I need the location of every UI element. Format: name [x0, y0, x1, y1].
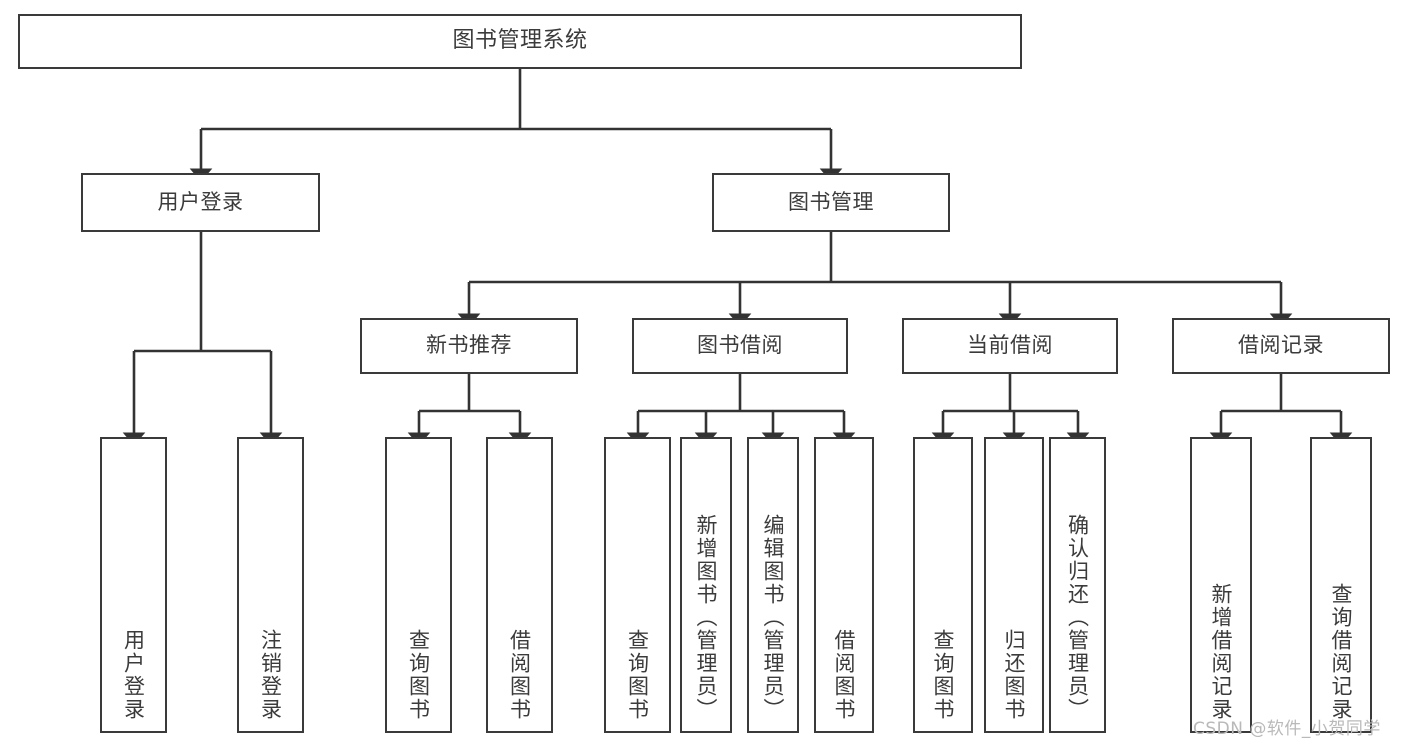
node-leaf-query-book-3-label: 查询图书: [931, 629, 956, 721]
node-leaf-add-borrow-record-label: 新增借阅记录: [1209, 583, 1234, 721]
node-leaf-query-borrow-record-label: 查询借阅记录: [1329, 583, 1354, 721]
node-leaf-query-book-1-label: 查询图书: [406, 629, 431, 721]
node-leaf-edit-book-admin[interactable]: 编辑图书（管理员）: [747, 437, 799, 733]
node-book-manage[interactable]: 图书管理: [712, 173, 950, 232]
node-borrow-record-label: 借阅记录: [1238, 333, 1324, 358]
node-book-borrow-label: 图书借阅: [697, 333, 783, 358]
node-leaf-confirm-return-admin-label: 确认归还（管理员）: [1065, 514, 1090, 721]
node-leaf-return-book[interactable]: 归还图书: [984, 437, 1044, 733]
node-leaf-borrow-book-2-label: 借阅图书: [832, 629, 857, 721]
node-book-manage-label: 图书管理: [788, 189, 874, 214]
node-leaf-query-book-2[interactable]: 查询图书: [604, 437, 671, 733]
node-leaf-add-borrow-record[interactable]: 新增借阅记录: [1190, 437, 1252, 733]
watermark: CSDN @软件_小贺同学: [1193, 719, 1381, 739]
node-leaf-query-book-1[interactable]: 查询图书: [385, 437, 452, 733]
node-leaf-add-book-admin-label: 新增图书（管理员）: [694, 514, 719, 721]
node-leaf-query-book-2-label: 查询图书: [625, 629, 650, 721]
node-book-borrow[interactable]: 图书借阅: [632, 318, 848, 374]
node-borrow-record[interactable]: 借阅记录: [1172, 318, 1390, 374]
node-leaf-query-borrow-record[interactable]: 查询借阅记录: [1310, 437, 1372, 733]
node-new-book-recommend-label: 新书推荐: [426, 333, 512, 358]
node-new-book-recommend[interactable]: 新书推荐: [360, 318, 578, 374]
node-user-login-label: 用户登录: [157, 189, 244, 214]
node-leaf-logout-login-label: 注销登录: [258, 629, 283, 721]
node-leaf-return-book-label: 归还图书: [1002, 629, 1027, 721]
node-leaf-query-book-3[interactable]: 查询图书: [913, 437, 973, 733]
node-leaf-user-login[interactable]: 用户登录: [100, 437, 167, 733]
node-leaf-borrow-book-2[interactable]: 借阅图书: [814, 437, 874, 733]
node-current-borrow-label: 当前借阅: [967, 333, 1053, 358]
node-leaf-logout-login[interactable]: 注销登录: [237, 437, 304, 733]
node-root[interactable]: 图书管理系统: [18, 14, 1022, 69]
node-leaf-add-book-admin[interactable]: 新增图书（管理员）: [680, 437, 732, 733]
node-leaf-borrow-book-1[interactable]: 借阅图书: [486, 437, 553, 733]
node-leaf-user-login-label: 用户登录: [121, 629, 146, 721]
node-user-login[interactable]: 用户登录: [81, 173, 320, 232]
node-leaf-edit-book-admin-label: 编辑图书（管理员）: [761, 514, 786, 721]
node-leaf-borrow-book-1-label: 借阅图书: [507, 629, 532, 721]
node-root-label: 图书管理系统: [452, 28, 588, 54]
node-leaf-confirm-return-admin[interactable]: 确认归还（管理员）: [1049, 437, 1106, 733]
node-current-borrow[interactable]: 当前借阅: [902, 318, 1118, 374]
